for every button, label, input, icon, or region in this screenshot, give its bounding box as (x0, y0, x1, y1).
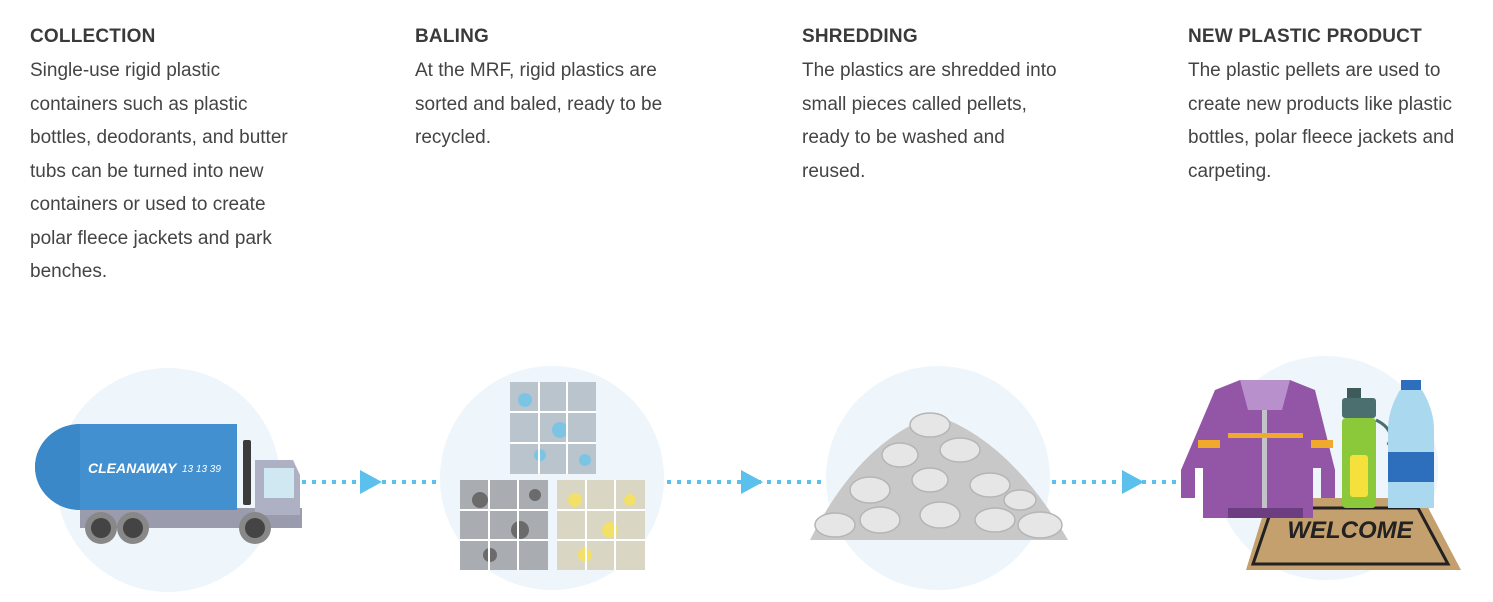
jacket-icon (1181, 380, 1335, 518)
arrow-right-icon (1052, 470, 1190, 494)
step-description: At the MRF, rigid plastics are sorted an… (415, 60, 663, 148)
truck-brand: CLEANAWAY (88, 460, 178, 476)
garbage-truck-icon: CLEANAWAY 13 13 39 (35, 424, 302, 544)
arrow-right-icon (302, 470, 440, 494)
step-description: Single-use rigid plastic containers such… (30, 60, 288, 282)
plastic-bales-icon (460, 382, 645, 570)
doormat-text: WELCOME (1287, 517, 1413, 544)
truck-phone: 13 13 39 (182, 464, 221, 475)
step-collection: COLLECTION Single-use rigid plastic cont… (30, 26, 330, 289)
step-baling: BALING At the MRF, rigid plastics are so… (415, 26, 715, 155)
sports-bottle-icon (1342, 388, 1392, 508)
arrow-right-icon (667, 470, 826, 494)
step-title: BALING (415, 26, 490, 47)
plastic-pellets-icon (810, 412, 1068, 540)
step-new-plastic-product: NEW PLASTIC PRODUCT The plastic pellets … (1188, 26, 1488, 188)
step-title: SHREDDING (802, 26, 918, 47)
step-shredding: SHREDDING The plastics are shredded into… (802, 26, 1102, 188)
step-description: The plastics are shredded into small pie… (802, 60, 1057, 182)
step-title: NEW PLASTIC PRODUCT (1188, 26, 1422, 47)
step-title: COLLECTION (30, 26, 156, 47)
plastic-products-icon: WELCOME (1181, 380, 1461, 570)
step-description: The plastic pellets are used to create n… (1188, 60, 1455, 182)
water-bottle-icon (1388, 380, 1434, 508)
